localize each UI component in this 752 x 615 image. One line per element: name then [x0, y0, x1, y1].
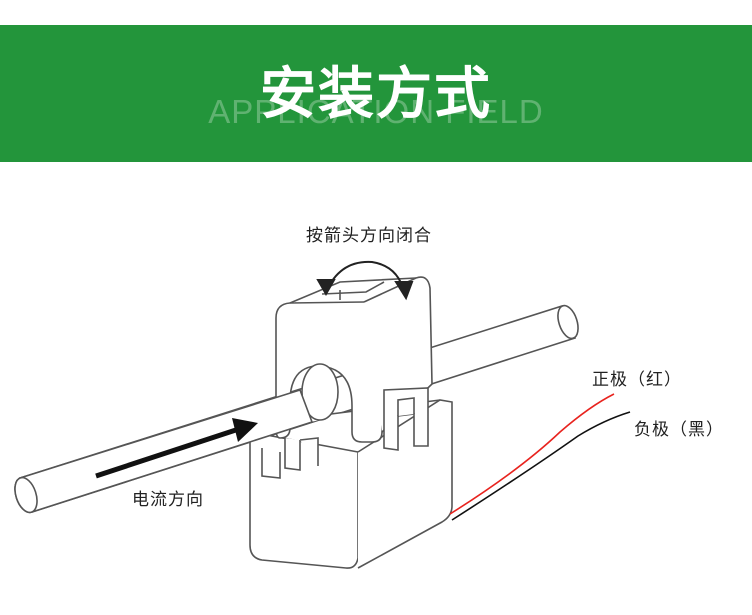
header-banner: APPLICATION FIELD 安装方式: [0, 25, 752, 162]
installation-diagram: 按箭头方向闭合 电流方向 正极（红） 负极（黑）: [0, 170, 752, 615]
negative-lead-label: 负极（黑）: [634, 420, 724, 440]
ct-clamp-top: [275, 276, 433, 451]
banner-title: 安装方式: [260, 62, 492, 127]
clamp-ct-illustration: [14, 260, 631, 569]
positive-lead-label: 正极（红）: [592, 370, 682, 390]
current-direction-arrow: [95, 418, 258, 479]
close-instruction-label: 按箭头方向闭合: [306, 226, 432, 246]
close-direction-arrow: [316, 260, 414, 301]
current-direction-label: 电流方向: [132, 490, 204, 510]
banner-subtitle: APPLICATION FIELD: [208, 93, 544, 130]
output-wires: [449, 393, 631, 521]
positive-wire: [449, 393, 615, 515]
negative-wire: [451, 411, 631, 521]
